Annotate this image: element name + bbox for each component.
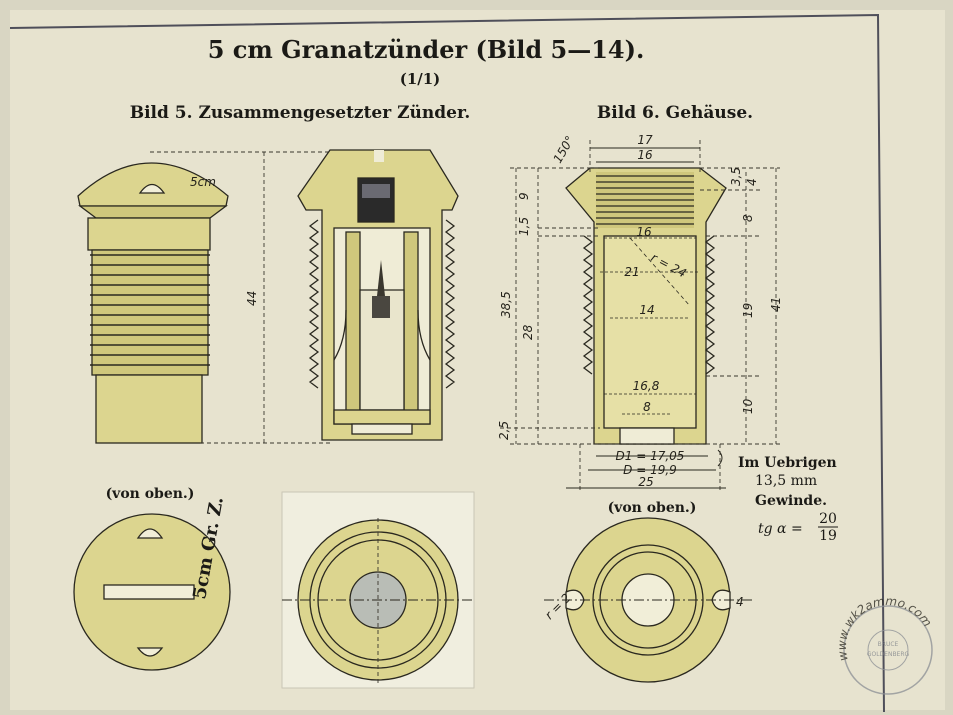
nose-slot (138, 183, 166, 194)
note-line1: Im Uebrigen (738, 455, 837, 471)
scale-label: (1/1) (400, 70, 441, 88)
dim-17: 17 (637, 133, 653, 147)
section-top-view (282, 518, 474, 684)
dim-9: 9 (517, 192, 531, 200)
dim-8-bottom: 8 (643, 400, 651, 414)
note-line3: Gewinde. (755, 493, 827, 509)
note-den: 19 (819, 528, 837, 544)
dim-2-5: 2,5 (497, 421, 511, 440)
housing-dimensions (500, 140, 780, 492)
note-num: 20 (819, 511, 837, 527)
dim-D: D = 19,9 (623, 463, 677, 477)
dim-4: 4 (745, 178, 759, 186)
fig5-caption: Bild 5. Zusammengesetzter Zünder. (130, 103, 471, 123)
fig6-top-label: (von oben.) (608, 500, 697, 516)
nose-mark: 5cm (190, 175, 216, 189)
dim-3-5: 3,5 (729, 167, 743, 186)
fig5-top-label: (von oben.) (106, 486, 195, 502)
dim-14: 14 (639, 303, 654, 317)
dim-16-top: 16 (637, 148, 653, 162)
housing-dim-labels: 17 16 150° 16 r = 24 21 14 16,8 8 9 1,5 … (497, 133, 783, 489)
dim-21: 21 (624, 265, 639, 279)
page-title: 5 cm Granatzünder (Bild 5—14). (208, 35, 645, 64)
note-line2: 13,5 mm (755, 473, 817, 489)
dim-19: 19 (741, 303, 755, 318)
slot (103, 584, 195, 600)
dim-D1: D1 = 17,05 (616, 449, 685, 463)
thread-note: Im Uebrigen 13,5 mm Gewinde. tg α = 20 1… (738, 455, 838, 544)
dim-25: 25 (638, 475, 653, 489)
svg-text:GOLDENBERG: GOLDENBERG (867, 651, 910, 658)
watermark-center: BRUCE (878, 641, 899, 648)
dim-16-8: 16,8 (633, 379, 660, 393)
fig6-caption: Bild 6. Gehäuse. (597, 103, 753, 123)
dim-height-44: 44 (245, 291, 259, 306)
note-formula: tg α = (758, 521, 803, 537)
housing-top-view: r = 2 4 (542, 517, 754, 683)
dim-8-right: 8 (741, 214, 755, 222)
dim-38-5: 38,5 (499, 291, 513, 318)
dim-28: 28 (521, 324, 535, 340)
dim-16-inner: 16 (636, 225, 652, 239)
fuze-section-view (297, 149, 459, 441)
frame-border (9, 13, 885, 713)
fuze-thread (90, 249, 210, 376)
dim-10: 10 (741, 398, 755, 414)
dim-4-top: 4 (736, 595, 744, 609)
dim-1-5: 1,5 (517, 217, 531, 236)
dim-41: 41 (769, 297, 783, 312)
fuze-side-view: 5cm 44 (77, 151, 330, 444)
housing-section (565, 167, 727, 445)
